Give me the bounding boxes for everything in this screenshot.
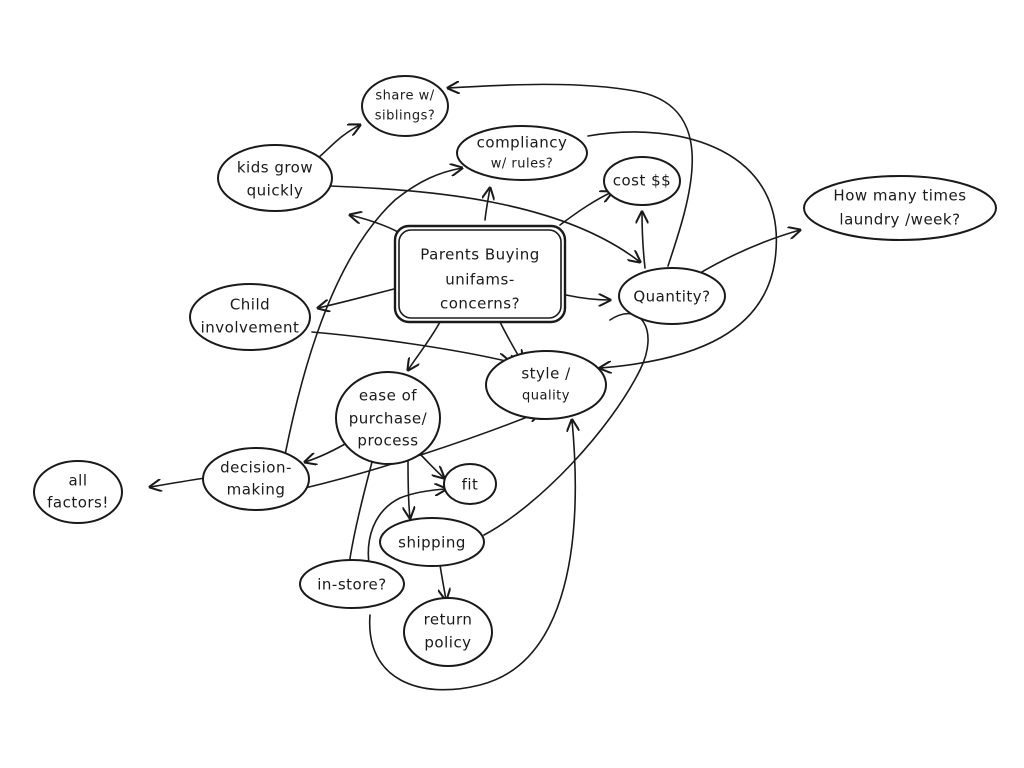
node-share-siblings-bubble <box>361 75 449 137</box>
link-center-to-cost <box>559 192 612 226</box>
node-return-policy: return policy <box>403 597 493 667</box>
node-fit-line1: fit <box>462 476 479 494</box>
node-all-factors: all factors! <box>33 460 123 524</box>
node-compliancy-line1: compliancy <box>477 134 568 152</box>
link-decision-to-style <box>304 412 540 489</box>
node-shipping-bubble <box>379 517 485 567</box>
node-kids-grow: kids grow quickly <box>217 144 333 212</box>
node-style-quality-line1: style / <box>521 365 571 383</box>
node-cost-line1: cost $$ <box>613 172 671 190</box>
link-quantity-to-laundry <box>694 230 800 277</box>
link-child-to-style <box>311 331 510 362</box>
node-laundry: How many times laundry /week? <box>803 175 997 241</box>
node-child-involvement: Child involvement <box>189 283 311 351</box>
link-center-to-upleft <box>350 215 399 233</box>
node-child-involvement-line1: Child <box>230 296 270 314</box>
node-laundry-line2: laundry /week? <box>839 211 960 229</box>
node-shipping-line1: shipping <box>398 534 466 552</box>
node-share-siblings-line1: share w/ <box>375 89 434 104</box>
node-ease-purchase-line1: ease of <box>359 387 417 405</box>
link-decision-to-allfactors <box>150 477 206 487</box>
node-return-policy-line2: policy <box>424 634 471 652</box>
link-ease-to-shipping <box>408 459 410 518</box>
link-kids-to-quantity <box>329 185 640 262</box>
center-topic-line1: Parents Buying <box>420 246 539 264</box>
node-quantity-bubble <box>618 267 726 325</box>
node-all-factors-bubble <box>33 460 123 524</box>
node-decision-making-line1: decision- <box>220 459 292 477</box>
link-center-to-child <box>318 287 399 308</box>
link-compliancy-to-style <box>587 131 778 368</box>
node-return-policy-line1: return <box>424 611 473 629</box>
center-topic: Parents Buying unifams- concerns? <box>393 224 567 324</box>
node-compliancy: compliancy w/ rules? <box>456 125 588 181</box>
node-cost-bubble <box>603 156 681 206</box>
node-in-store-line1: in-store? <box>317 576 387 594</box>
node-return-policy-bubble <box>403 597 493 667</box>
node-kids-grow-bubble <box>217 144 333 212</box>
link-center-to-quantity <box>565 295 610 300</box>
node-shipping: shipping <box>379 517 485 567</box>
node-cost: cost $$ <box>603 156 681 206</box>
link-bottom-loop-to-style <box>369 420 576 691</box>
node-ease-purchase-bubble <box>335 371 441 465</box>
node-style-quality-line2: quality <box>522 389 570 404</box>
node-share-siblings-line2: siblings? <box>375 109 436 124</box>
node-ease-purchase-line2: purchase/ <box>349 410 428 428</box>
node-in-store-bubble <box>299 559 405 609</box>
node-laundry-bubble <box>803 175 997 241</box>
link-center-to-compliancy <box>485 188 490 221</box>
node-decision-making-line2: making <box>227 481 286 499</box>
link-shipping-to-return <box>440 564 446 600</box>
node-compliancy-line2: w/ rules? <box>491 157 554 172</box>
node-fit: fit <box>443 463 497 505</box>
node-all-factors-line1: all <box>68 472 87 490</box>
node-child-involvement-line2: involvement <box>201 319 300 337</box>
node-ease-purchase: ease of purchase/ process <box>335 371 441 465</box>
node-laundry-line1: How many times <box>833 187 966 205</box>
node-quantity: Quantity? <box>618 267 726 325</box>
node-decision-making: decision- making <box>202 447 310 511</box>
node-quantity-line1: Quantity? <box>633 288 710 306</box>
node-share-siblings: share w/ siblings? <box>361 75 449 137</box>
node-style-quality-bubble <box>485 350 607 420</box>
node-kids-grow-line2: quickly <box>247 182 304 200</box>
node-kids-grow-line1: kids grow <box>237 159 313 177</box>
node-ease-purchase-line3: process <box>357 432 418 450</box>
node-compliancy-bubble <box>456 125 588 181</box>
link-quantity-to-cost <box>642 212 645 269</box>
link-ease-to-fit <box>417 451 444 478</box>
node-decision-making-bubble <box>202 447 310 511</box>
node-style-quality: style / quality <box>485 350 607 420</box>
center-topic-line2: unifams- <box>445 271 515 289</box>
link-kids-to-siblings <box>317 125 360 159</box>
node-child-involvement-bubble <box>189 283 311 351</box>
center-topic-line3: concerns? <box>440 295 520 313</box>
link-decision-to-compliancy <box>284 168 462 456</box>
center-topic-box <box>393 224 567 324</box>
center-topic-box-inner <box>398 229 562 319</box>
link-center-to-ease <box>408 321 441 370</box>
node-in-store: in-store? <box>299 559 405 609</box>
node-fit-bubble <box>443 463 497 505</box>
node-all-factors-line2: factors! <box>47 494 109 512</box>
link-quantity-to-siblings <box>448 84 694 267</box>
